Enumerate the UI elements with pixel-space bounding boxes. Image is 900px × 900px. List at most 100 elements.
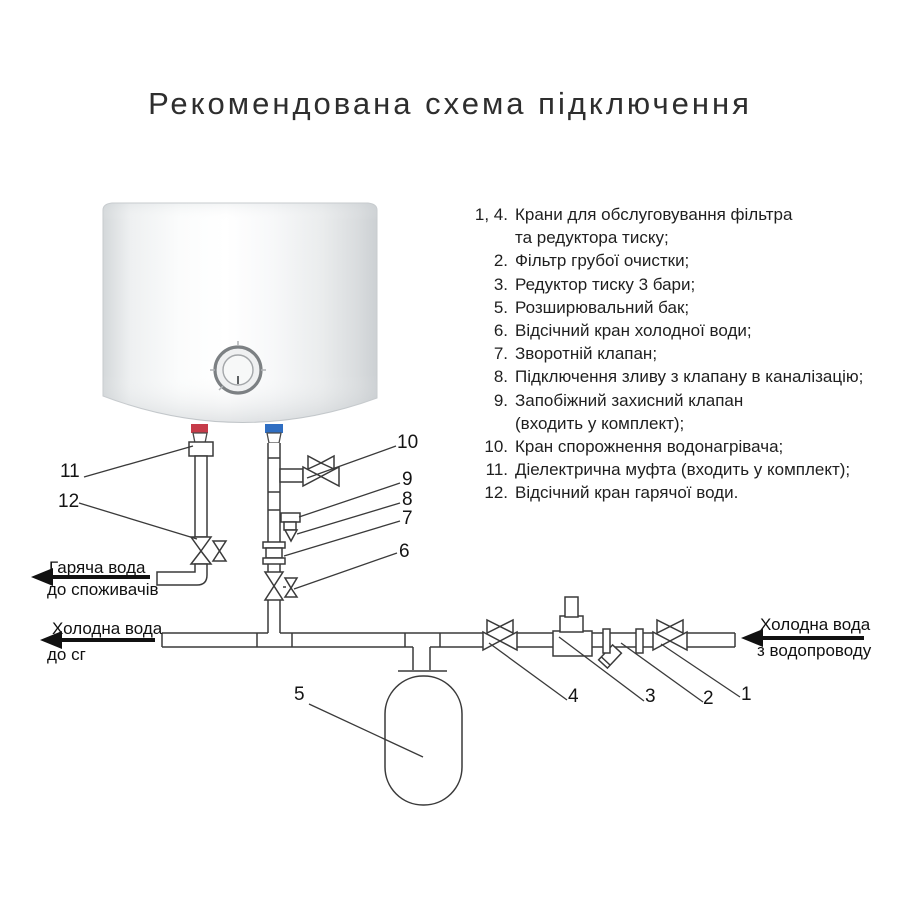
legend-item-num: 6. [493, 321, 508, 341]
legend-item-text: Редуктор тиску 3 бари; [515, 274, 696, 294]
dielectric-coupling-11 [188, 441, 214, 457]
service-valve-1 [652, 618, 688, 652]
cold-out-label-line1: Холодна вода [52, 619, 163, 638]
cold-in-label-line1: Холодна вода [760, 615, 871, 634]
legend-item-text: Розширювальний бак; [515, 297, 690, 317]
legend-item-num: 2. [493, 251, 508, 271]
cold-main-line [161, 596, 736, 806]
legend-item-num: 11. [485, 460, 508, 480]
callout-9: 9 [402, 469, 413, 490]
hot-out-label-line2: до споживачів [47, 580, 159, 599]
cold-inlet-marker [265, 424, 283, 433]
safety-valve-9 [280, 512, 301, 531]
legend-item-text: та редуктора тиску; [515, 228, 669, 248]
legend-item-text: Крани для обслуговування фільтра [515, 205, 793, 224]
leader-8 [296, 502, 401, 535]
thermostat-knob [210, 341, 266, 395]
leader-9 [298, 482, 401, 518]
leader-lines [78, 445, 741, 758]
legend-item-num: 5. [493, 297, 508, 317]
legend-item-text: Зворотній клапан; [515, 344, 658, 364]
legend-item: 5. Розширювальний бак; [466, 296, 894, 319]
legend-item-text: (входить у комплект); [515, 413, 685, 433]
leader-11 [83, 445, 194, 478]
callout-4: 4 [568, 686, 579, 707]
hot-riser-pipe [194, 455, 208, 538]
legend-item: 12. Відсічний кран гарячої води. [466, 481, 894, 504]
legend: 1, 4. Крани для обслуговування фільтра та… [466, 203, 894, 505]
callout-6: 6 [399, 541, 410, 562]
legend-item: 10. Кран спорожнення водонагрівача; [466, 435, 894, 458]
leader-2 [620, 642, 704, 703]
hot-out-label-line1: Гаряча вода [49, 558, 146, 577]
hot-outlet-marker [191, 424, 208, 433]
legend-item-num: 1, 4. [474, 205, 508, 224]
legend-item: 11. Діелектрична муфта (входить у комплек… [466, 458, 894, 481]
legend-item: та редуктора тиску; [466, 226, 894, 249]
leader-12 [78, 502, 198, 540]
callout-1: 1 [741, 684, 752, 705]
callout-2: 2 [703, 688, 714, 709]
callout-10: 10 [397, 432, 419, 453]
legend-item-num: 12. [484, 483, 508, 503]
legend-item-text: Запобіжний захисний клапан [515, 390, 744, 410]
legend-item-num [466, 226, 515, 249]
legend-item: 3.Редуктор тиску 3 бари; [466, 273, 894, 296]
pressure-reducer-3 [552, 596, 593, 657]
legend-item: 2. Фільтр грубої очистки; [466, 249, 894, 272]
callout-12: 12 [58, 491, 80, 512]
legend-item-text: Відсічний кран холодної води; [515, 321, 752, 341]
leader-4 [488, 642, 568, 701]
legend-item: 9. Запобіжний захисний клапан [466, 389, 894, 412]
cold-out-label-line2: до сг [47, 645, 86, 664]
cold-riser [262, 443, 340, 633]
legend-item: 7. Зворотній клапан; [466, 342, 894, 365]
legend-item-num: 8. [493, 367, 508, 387]
callout-3: 3 [645, 686, 656, 707]
legend-item-text: Відсічний кран гарячої води. [515, 483, 739, 503]
legend-item: 8. Підключення зливу з клапану в каналіза… [466, 365, 894, 388]
cold-inlet-nut [266, 432, 282, 444]
drain-spout-8 [283, 529, 299, 543]
legend-item-num: 10. [484, 437, 508, 457]
cold-shutoff-valve-6 [263, 571, 299, 601]
legend-item-num: 7. [493, 344, 508, 364]
expansion-tank-5 [384, 647, 463, 806]
legend-item-text: Підключення зливу з клапану в каналізаці… [515, 367, 864, 387]
check-valve-7 [262, 541, 286, 565]
strainer-filter-2 [597, 628, 644, 670]
drain-tee-stub [279, 468, 304, 483]
legend-item-text: Кран спорожнення водонагрівача; [515, 437, 784, 457]
hot-out-arrow-icon [31, 568, 150, 586]
callout-11: 11 [60, 461, 80, 482]
legend-item-num [466, 412, 515, 435]
cold-in-label-line2: з водопроводу [757, 641, 872, 660]
cold-in-arrow-icon [741, 629, 864, 647]
callout-8: 8 [402, 489, 413, 510]
legend-item-num: 9. [493, 390, 508, 410]
leader-10 [306, 445, 397, 479]
flow-arrows [31, 568, 864, 649]
leader-3 [558, 636, 645, 702]
leader-5 [308, 703, 424, 758]
callout-7: 7 [402, 508, 413, 529]
page-title: Рекомендована схема підключення [148, 86, 752, 121]
water-heater [102, 202, 378, 444]
cold-out-arrow-icon [40, 631, 155, 649]
callout-5: 5 [294, 684, 305, 705]
drain-valve-10 [302, 454, 340, 488]
legend-item: 1, 4. Крани для обслуговування фільтра [466, 203, 894, 226]
hot-shutoff-valve-12 [189, 536, 228, 565]
service-valve-4 [482, 618, 518, 652]
legend-item: (входить у комплект); [466, 412, 894, 435]
hot-elbow-pipe [156, 563, 208, 586]
leader-1 [660, 643, 741, 698]
leader-7 [283, 520, 401, 557]
hot-water-line [156, 441, 228, 586]
legend-item-text: Фільтр грубої очистки; [515, 251, 690, 271]
leader-6 [293, 552, 398, 590]
legend-item: 6. Відсічний кран холодної води; [466, 319, 894, 342]
legend-item-text: Діелектрична муфта (входить у комплект); [515, 460, 851, 480]
